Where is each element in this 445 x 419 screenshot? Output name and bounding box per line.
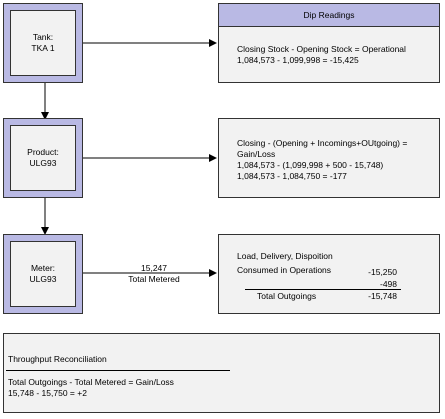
gain-loss-box: Closing - (Opening + Incomings+OUtgoing)…	[218, 118, 440, 198]
throughput-formula: Total Outgoings - Total Metered = Gain/L…	[8, 377, 174, 387]
total-metered-label: Total Metered	[128, 274, 180, 284]
outgoings-total-label: Total Outgoings	[257, 291, 317, 301]
tank-value: TKA 1	[31, 43, 55, 53]
gain-loss-line3: 1,084,573 - (1,099,998 + 500 - 15,748)	[237, 160, 384, 170]
throughput-title-rule	[6, 370, 230, 371]
product-box-inner: Product: ULG93	[10, 125, 76, 191]
product-value: ULG93	[29, 158, 57, 168]
outgoings-consumed-value: -15,250	[368, 267, 397, 277]
tank-box-inner: Tank: TKA 1	[10, 10, 76, 76]
product-box: Product: ULG93	[3, 118, 83, 198]
meter-value: ULG93	[29, 274, 57, 284]
meter-box-inner: Meter: ULG93	[10, 241, 76, 307]
outgoings-sum-rule	[245, 289, 401, 290]
tank-label: Tank:	[32, 32, 54, 42]
dip-readings-calc: 1,084,573 - 1,099,998 = -15,425	[237, 55, 359, 65]
meter-label: Meter:	[30, 263, 56, 273]
total-metered-annotation: 15,247 Total Metered	[106, 263, 202, 285]
total-metered-value: 15,247	[141, 263, 167, 273]
throughput-calc: 15,748 - 15,750 = +2	[8, 388, 87, 398]
outgoings-line1: Load, Delivery, Dispoition	[237, 251, 333, 261]
dip-readings-box: Dip Readings Closing Stock - Opening Sto…	[218, 3, 440, 83]
throughput-box: Throughput Reconciliation Total Outgoing…	[3, 333, 440, 413]
gain-loss-line2: Gain/Loss	[237, 149, 276, 159]
tank-box: Tank: TKA 1	[3, 3, 83, 83]
dip-readings-formula: Closing Stock - Opening Stock = Operatio…	[237, 44, 406, 54]
product-label: Product:	[27, 147, 59, 157]
gain-loss-line4: 1,084,573 - 1,084,750 = -177	[237, 171, 347, 181]
outgoings-other-value: -498	[379, 279, 397, 289]
gain-loss-line1: Closing - (Opening + Incomings+OUtgoing)…	[237, 138, 408, 148]
dip-readings-title: Dip Readings	[219, 4, 439, 27]
outgoings-box: Load, Delivery, Dispoition Consumed in O…	[218, 234, 440, 314]
outgoings-consumed-label: Consumed in Operations	[237, 265, 332, 275]
meter-box: Meter: ULG93	[3, 234, 83, 314]
outgoings-total-value: -15,748	[368, 291, 397, 301]
throughput-title: Throughput Reconciliation	[8, 354, 107, 364]
